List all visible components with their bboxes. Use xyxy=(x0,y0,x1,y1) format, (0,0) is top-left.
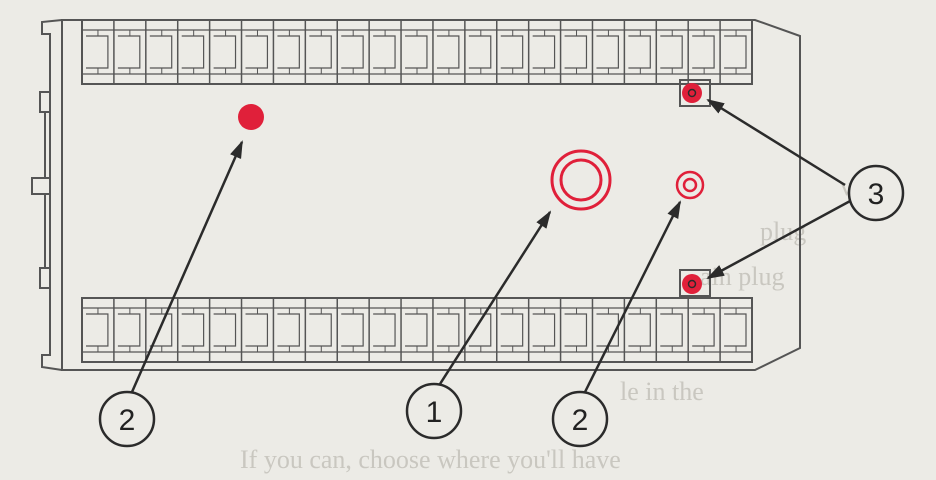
arrow-2-right xyxy=(583,200,682,393)
large-ring-inner xyxy=(559,158,603,202)
callout-3: 3 xyxy=(847,164,905,222)
track-segment xyxy=(304,298,332,362)
plug-top xyxy=(682,83,702,103)
track-segment xyxy=(145,20,173,84)
track-segment xyxy=(591,20,619,84)
arrow-2-left xyxy=(130,140,244,393)
track-segment xyxy=(496,298,524,362)
track-segment xyxy=(176,20,205,84)
drain-plug-dot xyxy=(238,104,264,130)
hull-body xyxy=(61,19,801,371)
track-segment xyxy=(655,298,683,362)
track-segment xyxy=(719,298,747,362)
track-segment xyxy=(81,298,109,362)
plug-bottom xyxy=(682,274,702,294)
track-segment xyxy=(719,20,747,84)
track-segment xyxy=(432,20,460,84)
large-ring-outer xyxy=(550,149,612,211)
track-segment xyxy=(336,20,364,84)
plug-top-center xyxy=(687,88,697,98)
track-segment xyxy=(145,298,173,362)
track-segment xyxy=(304,20,332,84)
bleed-text-2: plug xyxy=(760,217,806,246)
track-segment xyxy=(496,20,524,84)
track-segment xyxy=(559,20,588,84)
small-ring-inner xyxy=(682,177,698,193)
track-segment xyxy=(559,298,588,362)
track-segment xyxy=(655,20,683,84)
callout-3-label: 3 xyxy=(868,178,885,211)
track-segment xyxy=(527,20,556,84)
hull-tab-top xyxy=(39,91,51,113)
callout-2-right-label: 2 xyxy=(572,404,589,437)
track-segment xyxy=(208,20,237,84)
hull-tab-bottom xyxy=(39,267,51,289)
track-segment xyxy=(400,298,428,362)
track-segment xyxy=(400,20,428,84)
arrow-1 xyxy=(438,210,552,385)
plug-bottom-center xyxy=(687,279,697,289)
callout-2-left: 2 xyxy=(98,390,156,448)
track-segment xyxy=(464,298,492,362)
track-segment xyxy=(272,20,300,84)
track-segment xyxy=(368,20,396,84)
track-segment xyxy=(208,298,237,362)
track-segment xyxy=(336,298,364,362)
track-segment xyxy=(623,298,651,362)
plug-bracket-top xyxy=(679,79,711,107)
track-segment xyxy=(81,20,109,84)
callout-1: 1 xyxy=(405,382,463,440)
arrow-3-top xyxy=(706,98,846,187)
track-segment xyxy=(240,298,269,362)
plug-bracket-bottom xyxy=(679,269,711,297)
bleed-text-4: le in the xyxy=(620,377,704,406)
bleed-text-5: If you can, choose where you'll have xyxy=(240,445,621,474)
small-ring-outer xyxy=(675,170,705,200)
track-segment xyxy=(687,20,715,84)
track-segment xyxy=(687,298,715,362)
track-segment xyxy=(368,298,396,362)
track-top xyxy=(81,19,753,85)
hull-tab-middle xyxy=(31,177,51,195)
bleed-through-text: ve the plug ain plug le in the If you ca… xyxy=(240,172,903,474)
hull-outline xyxy=(31,19,801,371)
track-segment xyxy=(464,20,492,84)
track-segment xyxy=(113,298,141,362)
track-segment xyxy=(272,298,300,362)
callout-2-right: 2 xyxy=(551,390,609,448)
track-segment xyxy=(527,298,556,362)
red-features xyxy=(238,83,705,294)
track-bottom xyxy=(81,297,753,363)
track-segment xyxy=(432,298,460,362)
track-segment xyxy=(113,20,141,84)
track-segment xyxy=(623,20,651,84)
leader-arrows xyxy=(130,98,853,393)
track-segment xyxy=(240,20,269,84)
callout-1-label: 1 xyxy=(426,396,443,429)
arrow-3-bottom xyxy=(706,198,853,280)
track-segment xyxy=(176,298,205,362)
plug-brackets xyxy=(679,79,711,297)
callout-2-left-label: 2 xyxy=(119,404,136,437)
